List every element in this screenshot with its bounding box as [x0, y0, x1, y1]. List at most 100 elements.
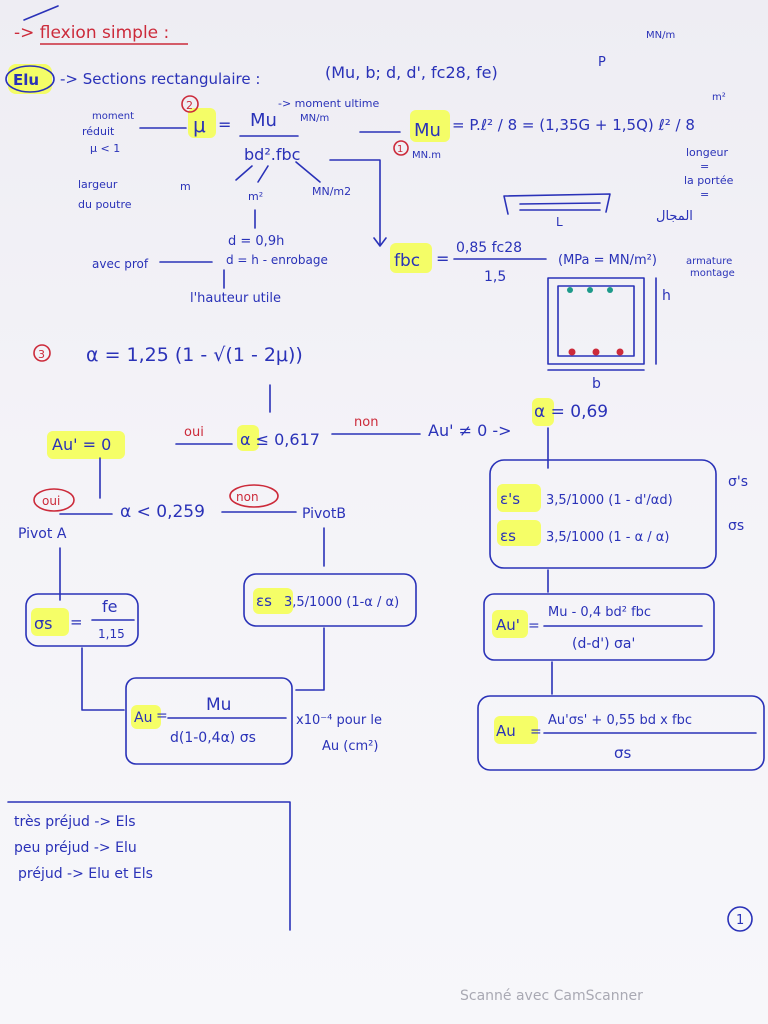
step-3-circle	[33, 344, 51, 362]
top-unit: MN/m	[646, 30, 675, 41]
top-bar-3	[607, 287, 613, 293]
au-zero: Au' = 0	[52, 435, 111, 454]
largeur-2: du poutre	[78, 198, 132, 211]
section-stirrup	[557, 285, 635, 357]
au-note-2: Au (cm²)	[322, 739, 378, 754]
camscanner-footer: Scanné avec CamScanner	[460, 988, 643, 1004]
au-box	[125, 677, 293, 765]
au-symbol: Au	[134, 710, 152, 726]
arrowhead-fbc	[373, 237, 387, 247]
arrow-b	[235, 165, 253, 181]
au-prime-symbol: Au'	[496, 616, 520, 634]
au-note-1: x10⁻⁴ pour le	[296, 713, 382, 728]
eps-right-1-side: σ's	[728, 474, 748, 490]
au-final-equals: =	[530, 724, 542, 740]
fbc-symbol: fbc	[394, 251, 420, 271]
alpha-formula: α = 1,25 (1 - √(1 - 2μ))	[86, 344, 303, 366]
au-final-den: σs	[614, 744, 632, 762]
legend-3: préjud -> Elu et Els	[18, 866, 153, 882]
highlight-sigma	[31, 608, 69, 636]
highlight-au	[131, 705, 161, 729]
h-label: h	[662, 288, 671, 304]
non-circle	[229, 484, 279, 508]
pivot-a: Pivot A	[18, 526, 67, 542]
pivot-b: PivotB	[302, 506, 346, 522]
elu-circle	[5, 65, 55, 93]
legend-border	[7, 801, 291, 931]
au-equals: =	[156, 708, 168, 724]
bottom-bar-3	[616, 348, 624, 356]
corner-mark	[23, 5, 59, 21]
eps-right-2-symbol: εs	[500, 527, 516, 545]
cond-2: α < 0,259	[120, 502, 205, 522]
unit-m: m	[180, 180, 191, 193]
sigma-equals: =	[70, 613, 83, 631]
arabic-note: المجال	[656, 209, 693, 224]
eps-right-box	[489, 459, 717, 569]
arrow-fbc	[295, 161, 321, 183]
highlight-eps	[253, 588, 293, 614]
mu-label-2: réduit	[82, 125, 115, 138]
eps-right-1-eq: 3,5/1000 (1 - d'/αd)	[546, 493, 673, 508]
highlight-eps-s	[497, 520, 541, 546]
armature-label-1: armature	[686, 256, 732, 267]
legend-2: peu préjud -> Elu	[14, 840, 137, 856]
sigma-to-au-arrow	[81, 647, 125, 711]
eps-to-au-arrow	[295, 627, 325, 691]
sigma-den: 1,15	[98, 627, 125, 641]
highlight-mu	[188, 108, 216, 138]
oui-1: oui	[184, 425, 204, 440]
fbc-unit: (MPa = MN/m²)	[558, 253, 657, 268]
page-number: 1	[736, 913, 744, 928]
arrow-to-fbc	[329, 159, 381, 246]
portee-3: la portée	[684, 174, 734, 187]
au-final-symbol: Au	[496, 722, 516, 740]
bottom-bar-1	[568, 348, 576, 356]
eps-b-eq: 3,5/1000 (1-α / α)	[284, 595, 399, 610]
elu-text: -> Sections rectangulaire :	[60, 70, 260, 88]
mu-equals: =	[218, 115, 231, 134]
with-prof: avec prof	[92, 257, 149, 271]
bottom-bar-2	[592, 348, 600, 356]
oui-circle	[33, 488, 75, 512]
au-prime-den: (d-d') σa'	[572, 636, 635, 652]
fbc-equals: =	[436, 249, 449, 268]
au-final-num: Au'σs' + 0,55 bd x fbc	[548, 713, 692, 728]
eps-b-symbol: εs	[256, 592, 272, 610]
au-nonzero: Au' ≠ 0 ->	[428, 421, 512, 440]
legend-1: très préjud -> Els	[14, 814, 136, 830]
highlight-elu	[8, 64, 52, 94]
mu-label-1: moment	[92, 111, 134, 122]
step-1-circle	[393, 140, 409, 156]
cond-1: α ≤ 0,617	[240, 430, 320, 449]
p-label: P	[598, 55, 606, 70]
au-prime-equals: =	[528, 618, 540, 634]
au-den: d(1-0,4α) σs	[170, 730, 256, 746]
highlight-eps-prime	[497, 484, 541, 512]
d-eq: d = 0,9h	[228, 234, 284, 249]
sigma-num: fe	[102, 597, 117, 616]
hauteur-utile: l'hauteur utile	[190, 291, 281, 306]
eps-pivot-b-box	[243, 573, 417, 627]
moment-label: -> moment ultime	[278, 97, 380, 110]
eps-right-2-side: σs	[728, 518, 744, 534]
mu-den: bd².fbc	[244, 145, 300, 164]
au-prime-num: Mu - 0,4 bd² fbc	[548, 605, 651, 620]
eps-right-1-symbol: ε's	[500, 490, 520, 508]
non-1: non	[354, 415, 378, 430]
page-number-circle	[727, 906, 753, 932]
title: -> flexion simple :	[14, 23, 169, 43]
beam-line	[519, 202, 601, 205]
highlight-alpha	[237, 425, 259, 451]
unit-m2: m²	[248, 190, 263, 203]
mu-num: Mu	[250, 110, 277, 131]
armature-label-2: montage	[690, 268, 735, 279]
elu-params: (Mu, b; d, d', fc28, fe)	[325, 63, 498, 82]
arrow-d	[257, 165, 269, 183]
fbc-num: 0,85 fc28	[456, 240, 522, 256]
portee-1: longeur	[686, 146, 728, 159]
b-label: b	[592, 376, 601, 392]
au-num: Mu	[206, 695, 231, 715]
step-3: 3	[38, 348, 45, 361]
